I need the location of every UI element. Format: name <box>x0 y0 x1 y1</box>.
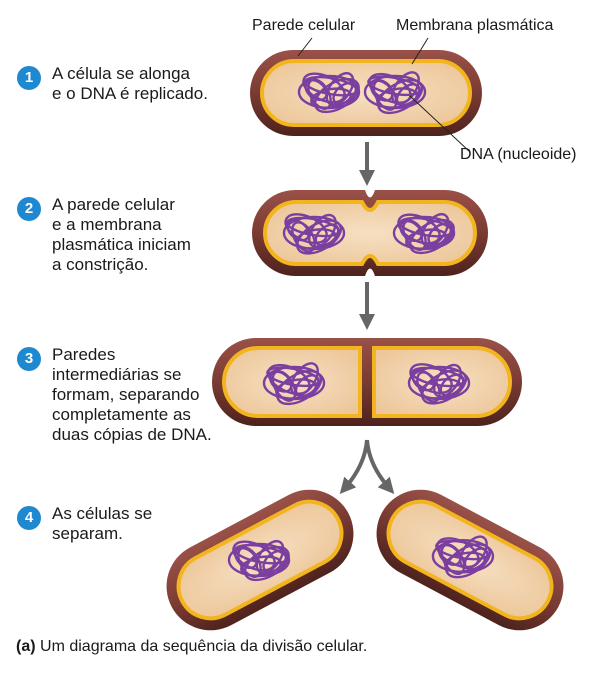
dna-loop <box>370 79 394 102</box>
dna-loop <box>276 369 323 406</box>
dna-loop <box>286 219 310 242</box>
dna-nucleoid-2b <box>392 212 456 255</box>
dna-nucleoid-4b <box>431 535 495 579</box>
dna-label: DNA (nucleoide) <box>460 146 577 163</box>
step-3-badge: 3 <box>17 347 41 371</box>
dna-nucleoid-3b <box>407 363 471 405</box>
dna-nucleoid-1b <box>363 71 427 115</box>
dna-loop <box>411 369 435 392</box>
dna-loop <box>262 549 288 573</box>
dna-loop <box>427 222 453 246</box>
cell-wall-leader <box>297 37 313 57</box>
cell-stage-3 <box>212 338 522 426</box>
arrow-split <box>339 439 395 495</box>
dna-nucleoid-3a <box>262 362 326 406</box>
dna-loop <box>437 543 462 566</box>
dna-loop <box>332 81 358 105</box>
dna-loop <box>395 83 421 107</box>
step-1-badge: 1 <box>17 66 41 90</box>
dna-loop <box>463 547 489 571</box>
dna-loop <box>269 370 293 393</box>
dna-loop <box>294 374 320 398</box>
dna-loop <box>405 228 447 250</box>
cell-stage-4a <box>166 489 354 631</box>
dna-loop <box>234 546 258 570</box>
dna-nucleoid-4a <box>227 539 291 582</box>
dna-loop <box>376 87 418 109</box>
figure-caption: (a) Um diagrama da sequência da divisão … <box>16 638 367 656</box>
cell-stage-2 <box>252 190 488 276</box>
plasma-membrane-leader <box>411 37 429 65</box>
dna-loop <box>439 373 465 397</box>
caption-text: Um diagrama da sequência da divisão celu… <box>35 638 368 655</box>
step-4-badge: 4 <box>17 506 41 530</box>
dna-loop <box>377 78 424 115</box>
dna-leader <box>409 95 471 153</box>
dna-loop <box>240 555 282 577</box>
dna-loop <box>310 87 352 109</box>
dna-nucleoid-2a <box>282 213 346 255</box>
caption-tag: (a) <box>16 638 36 655</box>
dna-loop <box>399 219 423 243</box>
dna-loop <box>443 551 486 573</box>
cell-stage-1 <box>250 50 482 136</box>
dna-loop <box>275 378 317 400</box>
dna-loop <box>445 543 492 579</box>
cell-stage-4b <box>376 489 564 631</box>
dna-loop <box>314 223 340 247</box>
cell-wall-label: Parede celular <box>252 17 356 34</box>
step-2-badge: 2 <box>17 197 41 221</box>
plasma-membrane-label: Membrana plasmática <box>396 17 554 34</box>
dna-loop <box>304 78 328 102</box>
dna-nucleoid-1a <box>297 71 361 114</box>
